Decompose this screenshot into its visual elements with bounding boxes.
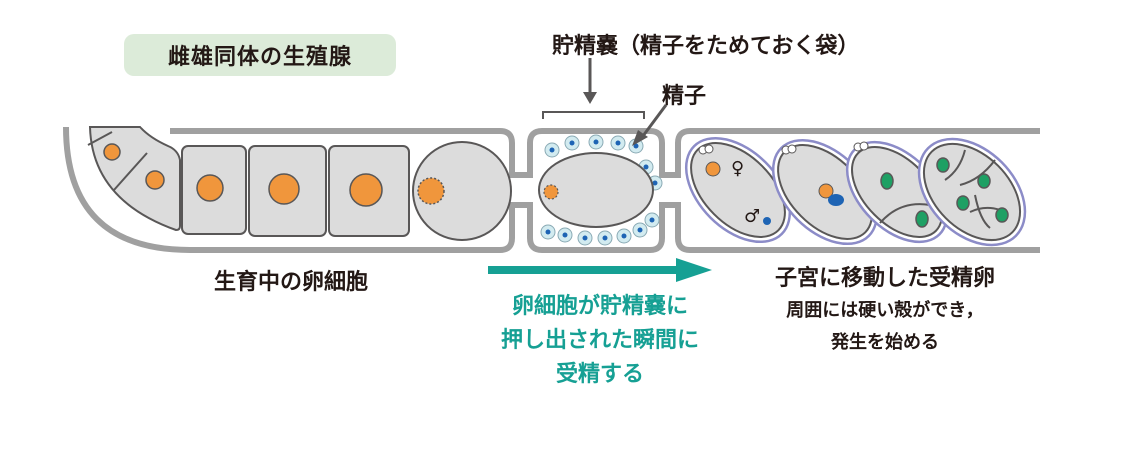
spermatheca-pointer [542, 58, 668, 146]
fertilized-desc-line-2: 発生を始める [831, 332, 939, 353]
gonad-tube [63, 126, 1040, 253]
oocyte-in-spermatheca [538, 152, 654, 228]
sperm-nucleus [602, 235, 608, 241]
sperm-nucleus [637, 227, 643, 233]
oocyte-nucleus [349, 173, 383, 207]
oocyte-nucleus [268, 173, 300, 205]
fertilized-desc-line-1: 周囲には硬い殻ができ， [786, 300, 984, 321]
fertilization-caption: 卵細胞が貯精嚢に 押し出された瞬間に 受精する [470, 290, 730, 392]
oocyte-nucleus [196, 174, 224, 202]
oocyte-cells [181, 141, 512, 241]
sperm-nucleus [569, 140, 575, 146]
title-badge: 雌雄同体の生殖腺 [124, 34, 396, 76]
oocyte-nucleus [543, 184, 559, 200]
sperm-nucleus [621, 233, 627, 239]
sperm-nucleus [643, 164, 649, 170]
sperm-nucleus [649, 217, 655, 223]
fertilized-eggs [684, 136, 1027, 247]
fertilization-line-3: 受精する [555, 362, 644, 387]
male-symbol: ♂ [744, 206, 761, 227]
sperm-nucleus [593, 139, 599, 145]
sperm-nucleus [582, 235, 588, 241]
sperm-nucleus [615, 140, 621, 146]
fertilization-line-2: 押し出された瞬間に [500, 328, 699, 353]
female-pronucleus [705, 161, 721, 177]
sperm-nucleus [549, 147, 555, 153]
title: 雌雄同体の生殖腺 [167, 45, 352, 70]
fertilized-egg-caption: 子宮に移動した受精卵 周囲には硬い殻ができ， 発生を始める [735, 262, 1035, 360]
sperm-cells [540, 134, 663, 246]
distal-cells [87, 126, 181, 232]
sperm-arrow [632, 130, 648, 146]
sperm-nucleus [545, 229, 551, 235]
sperm-nucleus [562, 232, 568, 238]
sperm-label: 精子 [662, 84, 707, 109]
sperm-nucleus [652, 180, 658, 186]
fertilized-eggs-label: 子宮に移動した受精卵 [774, 266, 995, 291]
oocyte-nucleus [145, 170, 165, 190]
growing-oocytes-label: 生育中の卵細胞 [214, 270, 369, 295]
spermatheca [538, 134, 663, 246]
sperm-nucleus [633, 143, 639, 149]
mature-oocyte [412, 141, 512, 241]
fertilization-line-1: 卵細胞が貯精嚢に [511, 294, 688, 319]
spermatheca-label: 貯精嚢（精子をためておく袋） [552, 34, 860, 59]
male-pronucleus [763, 217, 771, 225]
female-symbol: ♀ [731, 158, 745, 179]
oocyte-nucleus [103, 143, 121, 161]
fertilization-arrow [488, 258, 712, 282]
oocyte-nucleus [417, 177, 445, 205]
